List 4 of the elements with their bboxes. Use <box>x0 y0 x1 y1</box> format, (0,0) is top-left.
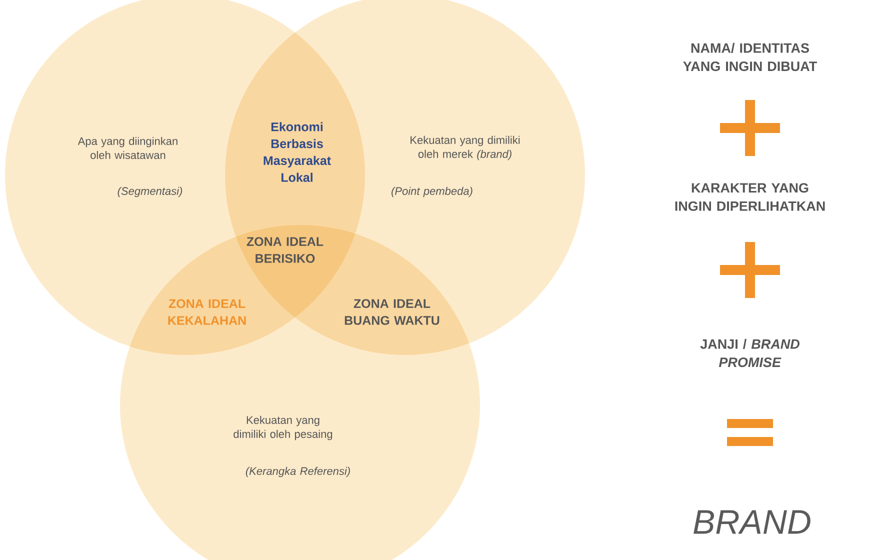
result-word: BRAND <box>694 510 810 534</box>
formula-term: JANJI / BRAND PROMISE <box>700 338 800 368</box>
formula-term: KARAKTER YANG INGIN DIPERLIHATKAN <box>675 183 825 211</box>
formula-term: NAMA/ IDENTITAS YANG INGIN DIBUAT <box>683 42 817 72</box>
